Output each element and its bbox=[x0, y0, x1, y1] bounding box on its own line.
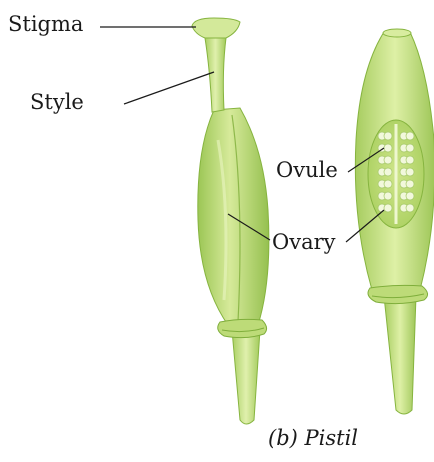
right-collar bbox=[368, 285, 428, 303]
left-stalk bbox=[232, 330, 260, 424]
label-ovule: Ovule bbox=[276, 160, 338, 181]
label-stigma: Stigma bbox=[8, 14, 83, 35]
style-leader bbox=[124, 72, 214, 104]
left-pistil bbox=[192, 18, 269, 424]
left-style bbox=[205, 38, 226, 112]
left-collar bbox=[218, 319, 267, 337]
left-ovary bbox=[198, 108, 269, 325]
label-ovary: Ovary bbox=[272, 232, 336, 253]
label-style: Style bbox=[30, 92, 84, 113]
right-pistil-section bbox=[355, 29, 434, 414]
left-stigma bbox=[192, 18, 240, 38]
right-stalk bbox=[384, 296, 416, 414]
figure-caption: (b) Pistil bbox=[268, 428, 358, 449]
